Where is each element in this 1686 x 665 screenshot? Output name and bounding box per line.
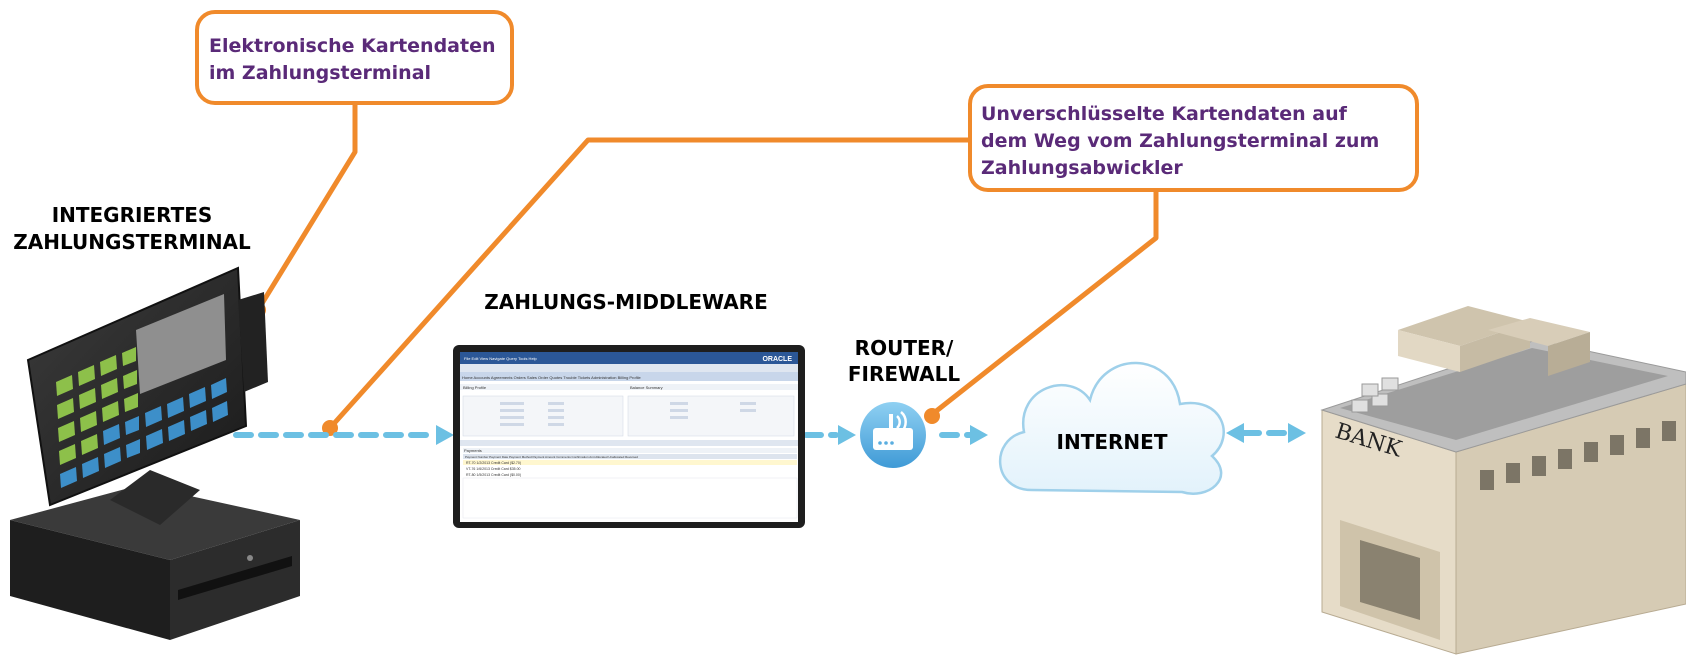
connector-router <box>928 190 1159 418</box>
mw-row-3: RT-80 1/5/2013 Credit Card ($0.00) <box>466 473 521 477</box>
arrowhead-internet-back <box>1226 423 1244 443</box>
arrowhead-bank <box>1288 423 1306 443</box>
connector-middleware <box>328 137 970 430</box>
callout-unencrypted-transit: Unverschlüsselte Kartendaten auf dem Weg… <box>968 84 1419 192</box>
mw-row-1: RT-70 1/2/2013 Credit Card ($2.70) <box>466 461 521 465</box>
arrowhead-middleware <box>436 425 454 445</box>
mw-payments-title: Payments <box>464 448 482 453</box>
connector-dot-router <box>924 408 940 424</box>
mw-columns: Payment Number Payment Date Payment Meth… <box>465 455 638 459</box>
internet-label: INTERNET <box>1057 430 1168 454</box>
arrowheads <box>436 423 1306 445</box>
pos-terminal-icon <box>10 266 300 640</box>
router-icon <box>860 402 926 468</box>
middleware-label: ZAHLUNGS-MIDDLEWARE <box>484 290 768 314</box>
mw-brand: ORACLE <box>762 356 792 363</box>
arrowhead-router <box>838 425 856 445</box>
middleware-monitor: File Edit View Navigate Query Tools Help… <box>453 345 805 528</box>
terminal-label-line-1: INTEGRIERTES <box>52 203 213 227</box>
callout-line-2: im Zahlungsterminal <box>209 62 431 84</box>
callout-card-data-terminal: Elektronische Kartendaten im Zahlungster… <box>195 10 514 105</box>
callout-line-1: Unverschlüsselte Kartendaten auf <box>981 103 1348 125</box>
router-label-line-2: FIREWALL <box>848 362 961 386</box>
mw-tabs: Home Accounts Agreements Orders Sales Or… <box>462 375 642 380</box>
bank-building-icon: BANK <box>1320 306 1686 655</box>
callout-line-1: Elektronische Kartendaten <box>209 35 495 57</box>
callout-line-2: dem Weg vom Zahlungsterminal zum <box>981 130 1379 152</box>
callout-connectors <box>255 103 1159 430</box>
mw-row-2: VT-76 1/6/2013 Credit Card $35.00 <box>466 467 521 471</box>
arrowhead-internet <box>970 425 988 445</box>
mw-menu: File Edit View Navigate Query Tools Help <box>464 356 538 361</box>
flow-arrows <box>233 430 1289 438</box>
connector-terminal <box>255 103 358 312</box>
internet-cloud-icon: INTERNET <box>999 361 1225 495</box>
mw-section-right: Balance Summary <box>630 385 663 390</box>
router-label-line-1: ROUTER/ <box>855 336 954 360</box>
mw-section-left: Billing Profile <box>463 385 487 390</box>
terminal-label-line-2: ZAHLUNGSTERMINAL <box>13 230 251 254</box>
callout-line-3: Zahlungsabwickler <box>981 157 1183 179</box>
